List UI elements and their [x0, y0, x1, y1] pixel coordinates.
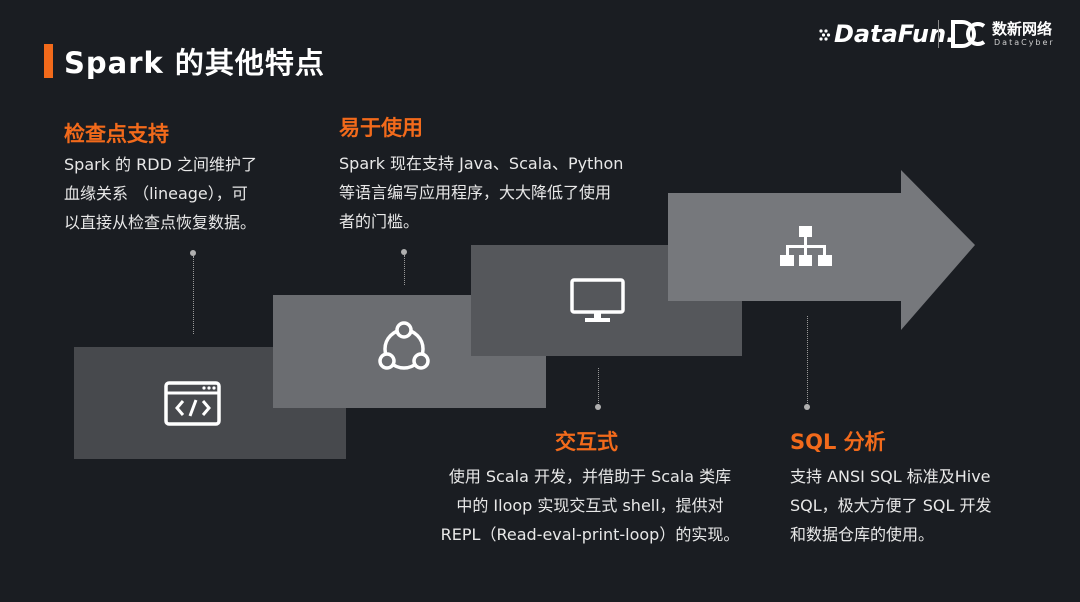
code-window-icon: [164, 381, 221, 426]
connector-line-3: [598, 368, 599, 405]
desc-line: 血缘关系 （lineage），可: [64, 184, 248, 203]
desc-line: SQL，极大方便了 SQL 开发: [790, 496, 992, 515]
desc-line: Spark 现在支持 Java、Scala、Python: [339, 154, 624, 173]
feature-desc-checkpoint: Spark 的 RDD 之间维护了 血缘关系 （lineage），可 以直接从检…: [64, 150, 304, 237]
page-title: Spark 的其他特点: [64, 46, 325, 80]
connector-dot-3: [595, 404, 601, 410]
desc-line: 中的 Iloop 实现交互式 shell，提供对: [456, 496, 724, 515]
desc-line: Spark 的 RDD 之间维护了: [64, 155, 257, 174]
title-accent-bar: [44, 44, 53, 78]
monitor-icon: [570, 278, 625, 322]
datacyber-en-text: DataCyber: [994, 38, 1055, 47]
datafun-logo: DataFun.: [818, 20, 955, 48]
desc-line: 以直接从检查点恢复数据。: [64, 213, 257, 232]
desc-line: 者的门槛。: [339, 212, 420, 231]
feature-heading-interactive: 交互式: [555, 430, 618, 454]
feature-heading-ease: 易于使用: [339, 116, 423, 140]
connector-dot-4: [804, 404, 810, 410]
desc-line: 支持 ANSI SQL 标准及Hive: [790, 467, 991, 486]
datacyber-cn-text: 数新网络: [992, 20, 1053, 38]
connector-dot-1: [190, 250, 196, 256]
connector-line-2: [404, 255, 405, 285]
datafun-logo-text: DataFun.: [834, 20, 956, 48]
step-4-arrow: [668, 170, 975, 330]
feature-desc-ease: Spark 现在支持 Java、Scala、Python 等语言编写应用程序，大…: [339, 149, 679, 236]
datafun-dots-icon: [819, 29, 831, 41]
desc-line: REPL（Read-eval-print-loop）的实现。: [440, 525, 740, 544]
feature-desc-sql: 支持 ANSI SQL 标准及Hive SQL，极大方便了 SQL 开发 和数据…: [790, 462, 1070, 549]
feature-heading-sql: SQL 分析: [790, 430, 886, 454]
connector-dot-2: [401, 249, 407, 255]
org-chart-icon: [780, 226, 832, 266]
share-nodes-icon: [378, 321, 430, 370]
desc-line: 和数据仓库的使用。: [790, 525, 935, 544]
feature-heading-checkpoint: 检查点支持: [64, 122, 169, 146]
logo-divider: [938, 20, 939, 48]
desc-line: 使用 Scala 开发，并借助于 Scala 类库: [448, 467, 732, 486]
connector-line-4: [807, 316, 808, 405]
feature-desc-interactive: 使用 Scala 开发，并借助于 Scala 类库 中的 Iloop 实现交互式…: [420, 462, 760, 549]
datacyber-mark-icon: [951, 20, 986, 48]
desc-line: 等语言编写应用程序，大大降低了使用: [339, 183, 612, 202]
connector-line-1: [193, 256, 194, 334]
